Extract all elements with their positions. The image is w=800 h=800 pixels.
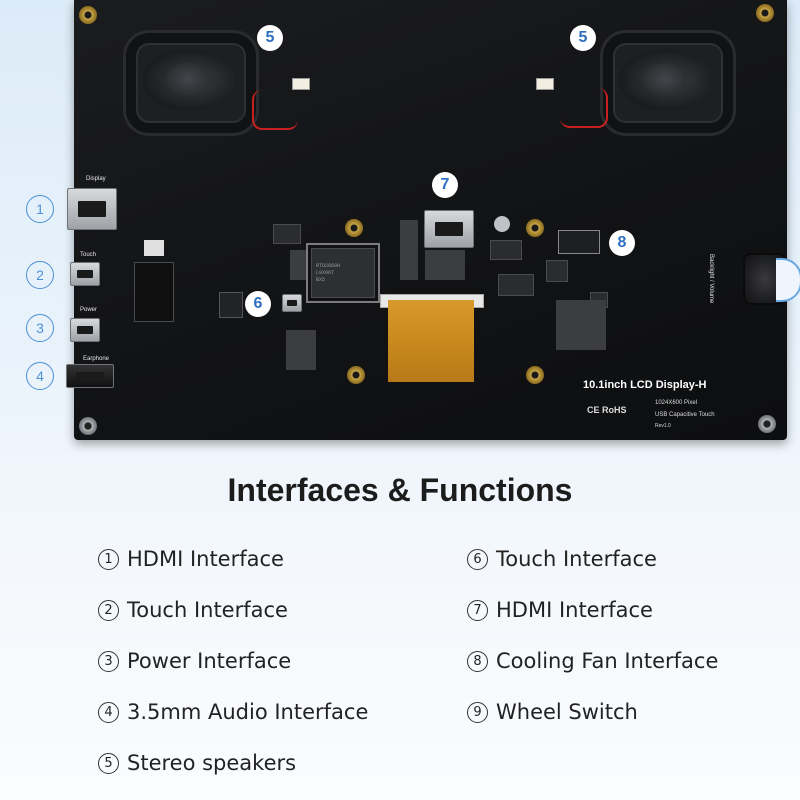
feature-item: 8 Cooling Fan Interface — [467, 649, 718, 673]
hdmi-port-center — [424, 210, 474, 248]
silk-display: Display — [86, 176, 106, 182]
silk-power: Power — [80, 307, 98, 313]
ic-small-4 — [546, 260, 568, 282]
silk-backlight: Backlight / Volume — [708, 254, 714, 304]
feature-number: 9 — [467, 701, 488, 723]
ic-small-1 — [273, 224, 301, 244]
speaker-left — [123, 30, 259, 136]
wheel-callout — [776, 258, 800, 302]
feature-number: 6 — [467, 548, 488, 570]
feature-label: HDMI Interface — [127, 547, 284, 571]
component-row-3 — [290, 250, 306, 280]
usb-power-port — [70, 318, 100, 342]
capacitor — [494, 216, 510, 232]
side-marker-2: 2 — [26, 261, 54, 289]
tact-switch — [144, 240, 164, 256]
feature-item: 4 3.5mm Audio Interface — [98, 700, 368, 724]
feature-item: 7 HDMI Interface — [467, 598, 653, 622]
feature-number: 3 — [98, 650, 119, 672]
mount-hole-center-right — [526, 219, 544, 237]
feature-number: 4 — [98, 701, 119, 723]
feature-label: Wheel Switch — [496, 700, 638, 724]
feature-item: 3 Power Interface — [98, 649, 291, 673]
component-row-1 — [400, 220, 418, 280]
feature-item: 6 Touch Interface — [467, 547, 657, 571]
ffc-cable — [388, 300, 474, 382]
badge-hdmi: 7 — [432, 172, 458, 198]
feature-label: 3.5mm Audio Interface — [127, 700, 369, 724]
speaker-connector-left — [292, 78, 310, 90]
silk-touch: Touch — [80, 252, 97, 258]
board-rev: Rev1.0 — [655, 423, 671, 429]
mount-hole-top-right — [756, 4, 774, 22]
mount-hole-mid-right — [526, 366, 544, 384]
feature-label: Cooling Fan Interface — [496, 649, 719, 673]
feature-number: 2 — [98, 599, 119, 621]
ic-small-2 — [490, 240, 522, 260]
hdmi-port-left — [67, 188, 117, 230]
feature-number: 5 — [98, 752, 119, 774]
page-title: Interfaces & Functions — [227, 472, 573, 508]
usb-touch-port — [70, 262, 100, 286]
feature-label: Power Interface — [127, 649, 292, 673]
feature-number: 1 — [98, 548, 119, 570]
mount-hole-mid-left — [347, 366, 365, 384]
feature-number: 7 — [467, 599, 488, 621]
mount-hole-bottom-left — [79, 417, 97, 435]
side-marker-3: 3 — [26, 314, 54, 342]
silk-earphone: Earphone — [83, 356, 110, 362]
badge-touch: 6 — [245, 291, 271, 317]
speaker-wire-right — [560, 88, 608, 128]
feature-item: 2 Touch Interface — [98, 598, 288, 622]
board-resolution: 1024X600 Pixel — [655, 400, 698, 406]
mount-hole-bottom-right — [758, 415, 776, 433]
speaker-connector-right — [536, 78, 554, 90]
badge-speaker-right: 5 — [570, 25, 596, 51]
feature-label: HDMI Interface — [496, 598, 653, 622]
feature-label: Touch Interface — [496, 547, 657, 571]
audio-jack — [66, 364, 114, 388]
feature-item: 1 HDMI Interface — [98, 547, 284, 571]
ic-small-3 — [498, 274, 534, 296]
feature-number: 8 — [467, 650, 488, 672]
chip-marking: RTD2660H L9X06T BX5 — [316, 263, 341, 283]
component-row-2 — [425, 250, 465, 280]
badge-fan: 8 — [609, 230, 635, 256]
feature-label: Stereo speakers — [127, 751, 297, 775]
board-touch: USB Capacitive Touch — [655, 412, 715, 418]
feature-item: 5 Stereo speakers — [98, 751, 296, 775]
mount-hole-center-left — [345, 219, 363, 237]
touch-area-block — [219, 292, 243, 318]
main-scaler-chip: RTD2660H L9X06T BX5 — [311, 248, 375, 298]
badge-speaker-left: 5 — [257, 25, 283, 51]
touch-micro-port — [282, 294, 302, 312]
component-row-5 — [556, 300, 606, 350]
side-marker-1: 1 — [26, 195, 54, 223]
speaker-right — [600, 30, 736, 136]
component-row-4 — [286, 330, 316, 370]
feature-label: Touch Interface — [127, 598, 288, 622]
speaker-wire-left — [252, 90, 298, 130]
power-switch-block — [134, 262, 174, 322]
fan-connector — [558, 230, 600, 254]
side-marker-4: 4 — [26, 362, 54, 390]
feature-item: 9 Wheel Switch — [467, 700, 638, 724]
mount-hole-top-left — [79, 6, 97, 24]
board-certs: CE RoHS — [587, 405, 627, 415]
board-title: 10.1inch LCD Display-H — [583, 379, 707, 391]
